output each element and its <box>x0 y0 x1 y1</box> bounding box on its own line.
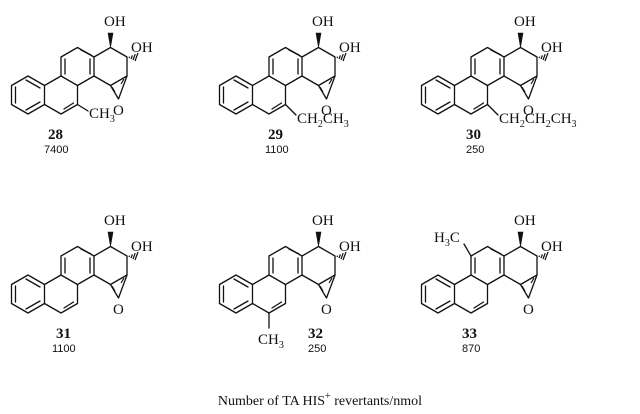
revertant-value: 250 <box>308 343 326 355</box>
figure-caption: Number of TA HIS+ revertants/nmol <box>218 391 422 409</box>
oh-label: OH <box>131 239 153 255</box>
compound-30: OH OH O CH2CH2CH3 30 250 <box>420 14 577 156</box>
oh-label: OH <box>131 40 153 56</box>
epoxide-o-label: O <box>523 103 534 119</box>
methyl-label: CH3 <box>89 106 115 125</box>
revertant-value: 1100 <box>52 343 76 355</box>
oh-label: OH <box>312 14 334 30</box>
compound-33: OH OH O H3C 33 870 <box>420 213 563 355</box>
epoxide-o-label: O <box>321 302 332 318</box>
propyl-label: CH2CH2CH3 <box>499 111 577 130</box>
compound-number: 28 <box>48 127 63 143</box>
oh-label: OH <box>541 40 563 56</box>
epoxide-o-label: O <box>523 302 534 318</box>
compound-29: OH OH O CH2CH3 29 1100 <box>218 14 361 156</box>
compound-31: OH OH O 31 1100 <box>10 213 153 355</box>
ethyl-label: CH2CH3 <box>297 111 349 130</box>
oh-label: OH <box>514 14 536 30</box>
compound-number: 31 <box>56 326 71 342</box>
oh-label: OH <box>514 213 536 229</box>
oh-label: OH <box>339 40 361 56</box>
methyl-label: H3C <box>434 230 460 249</box>
compound-number: 30 <box>466 127 481 143</box>
revertant-value: 250 <box>466 144 484 156</box>
oh-label: OH <box>312 213 334 229</box>
oh-label: OH <box>104 213 126 229</box>
oh-label: OH <box>104 14 126 30</box>
revertant-value: 7400 <box>44 144 68 156</box>
compound-28: OH OH O CH3 28 7400 <box>10 14 153 156</box>
compound-32: OH OH O CH3 32 250 <box>218 213 361 355</box>
revertant-value: 1100 <box>265 144 289 156</box>
revertant-value: 870 <box>462 343 480 355</box>
compound-number: 29 <box>268 127 283 143</box>
compound-number: 33 <box>462 326 477 342</box>
compound-number: 32 <box>308 326 323 342</box>
epoxide-o-label: O <box>321 103 332 119</box>
oh-label: OH <box>339 239 361 255</box>
epoxide-o-label: O <box>113 302 124 318</box>
methyl-label: CH3 <box>258 332 284 351</box>
epoxide-o-label: O <box>113 103 124 119</box>
oh-label: OH <box>541 239 563 255</box>
